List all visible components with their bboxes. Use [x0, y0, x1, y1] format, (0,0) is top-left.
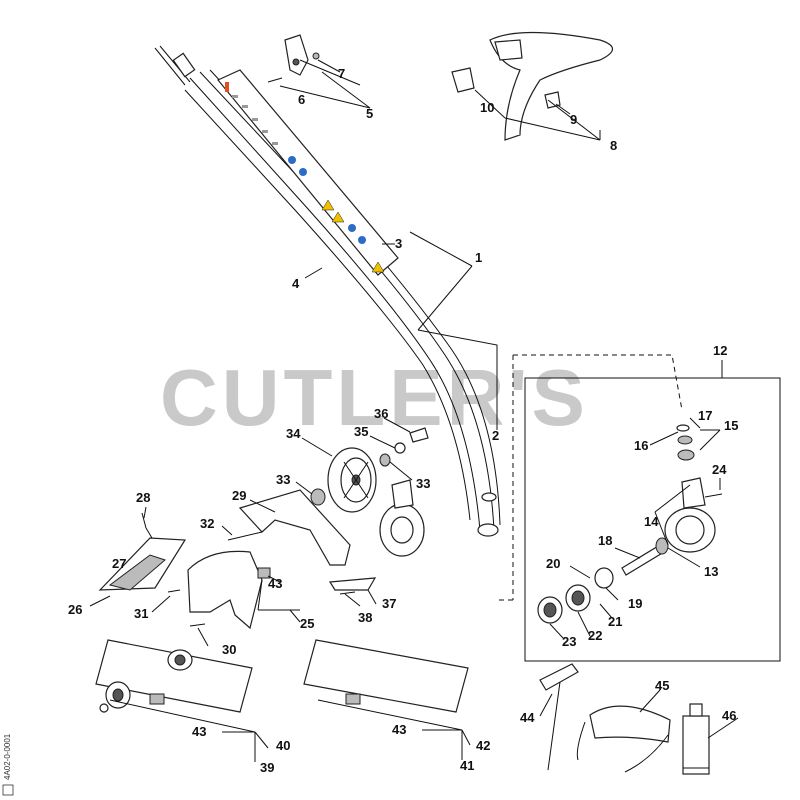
callout-25: 25: [300, 616, 314, 631]
callout-7: 7: [338, 66, 345, 81]
callout-43-guard: 43: [268, 576, 282, 591]
callout-14: 14: [644, 514, 659, 529]
callout-12: 12: [713, 343, 727, 358]
callout-1: 1: [475, 250, 482, 265]
callout-labels: 1 2 3 4 5 6 7 8 9 10 12 13 14 15 16 17 1…: [68, 66, 738, 775]
callout-41: 41: [460, 758, 474, 773]
callout-39: 39: [260, 760, 274, 775]
callout-21: 21: [608, 614, 622, 629]
callout-20: 20: [546, 556, 560, 571]
callout-27: 27: [112, 556, 126, 571]
callout-33-left: 33: [276, 472, 290, 487]
callout-31: 31: [134, 606, 148, 621]
callout-32: 32: [200, 516, 214, 531]
bracket-icon: [267, 34, 320, 83]
drive-tube-icon: [154, 45, 501, 537]
callout-26: 26: [68, 602, 82, 617]
callout-22: 22: [588, 628, 602, 643]
pulley-icon: [310, 427, 429, 513]
shield-plate-icon: [95, 639, 253, 713]
callout-13: 13: [704, 564, 718, 579]
handle-icon: [451, 31, 614, 141]
callout-8: 8: [610, 138, 617, 153]
grease-tube-icon: [682, 703, 710, 775]
callout-2: 2: [492, 428, 499, 443]
watermark-text: CUTLER'S: [160, 353, 589, 442]
callout-23: 23: [562, 634, 576, 649]
callout-17: 17: [698, 408, 712, 423]
callout-40: 40: [276, 738, 290, 753]
callout-30: 30: [222, 642, 236, 657]
callout-5: 5: [366, 106, 373, 121]
decal-icon: [217, 69, 399, 276]
blade-icon: [98, 512, 187, 591]
safety-glasses-icon: [576, 705, 671, 773]
callout-42: 42: [476, 738, 490, 753]
callout-46: 46: [722, 708, 736, 723]
callout-4: 4: [292, 276, 300, 291]
callout-36: 36: [374, 406, 388, 421]
callout-43-right: 43: [392, 722, 406, 737]
callout-24: 24: [712, 462, 727, 477]
callout-38: 38: [358, 610, 372, 625]
callout-45: 45: [655, 678, 669, 693]
callout-9: 9: [570, 112, 577, 127]
callout-18: 18: [598, 533, 612, 548]
callout-3: 3: [395, 236, 402, 251]
callout-16: 16: [634, 438, 648, 453]
callout-35: 35: [354, 424, 368, 439]
callout-37: 37: [382, 596, 396, 611]
callout-33-right: 33: [416, 476, 430, 491]
corner-marker: [2, 784, 14, 796]
drawing-code: 4A02-0-0001: [3, 733, 12, 780]
callout-19: 19: [628, 596, 642, 611]
callout-29: 29: [232, 488, 246, 503]
callout-6: 6: [298, 92, 305, 107]
callout-15: 15: [724, 418, 738, 433]
callout-34: 34: [286, 426, 301, 441]
shield-plate-icon: [303, 639, 469, 713]
gearbox-icon: [379, 479, 425, 557]
callout-10: 10: [480, 100, 494, 115]
callout-28: 28: [136, 490, 150, 505]
wrench-icon: [539, 663, 579, 771]
gear-head-icon: [537, 424, 723, 624]
callout-44: 44: [520, 710, 535, 725]
gear-head-assembly-box: [495, 354, 781, 662]
callout-43-left: 43: [192, 724, 206, 739]
leader-lines: [89, 59, 739, 762]
